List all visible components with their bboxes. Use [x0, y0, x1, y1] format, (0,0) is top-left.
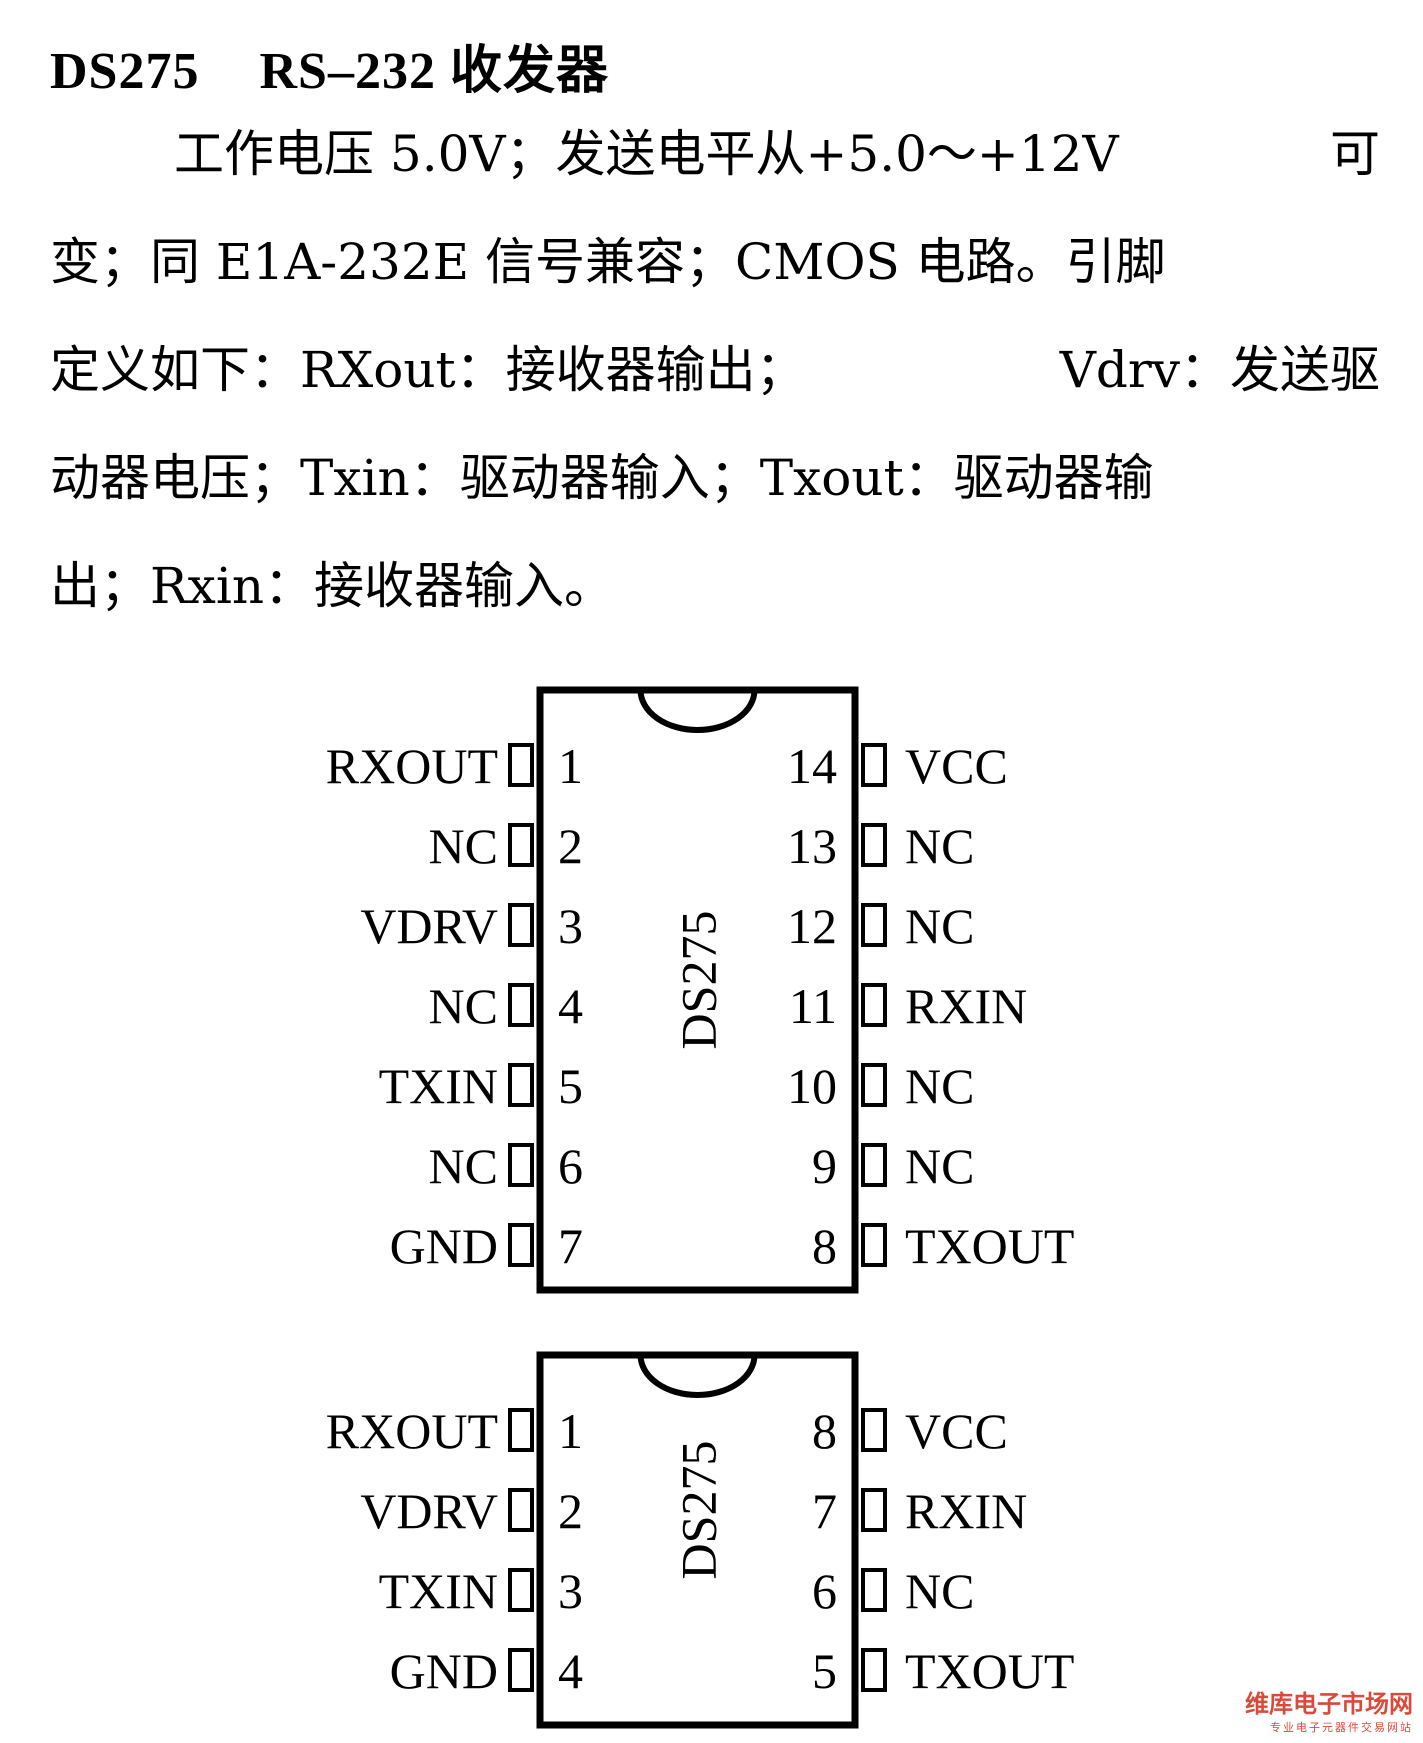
pin-pad — [508, 1223, 534, 1267]
pin-label: NC — [905, 898, 974, 954]
paragraph-line: 变；同 E1A-232E 信号兼容；CMOS 电路。引脚 — [50, 233, 1166, 291]
pin-pad — [861, 1408, 887, 1452]
pin-label: RXIN — [905, 978, 1027, 1034]
pin-label: GND — [390, 1643, 498, 1699]
pin-label: TXOUT — [905, 1643, 1074, 1699]
pin-pad — [861, 983, 887, 1027]
pin-number: 9 — [812, 1138, 837, 1194]
pin-label: NC — [905, 818, 974, 874]
pin-label: VDRV — [360, 898, 498, 954]
chip-name-label: DS275 — [671, 911, 727, 1050]
pin-pad — [508, 1063, 534, 1107]
pin-number: 3 — [558, 1563, 583, 1619]
pin-pad — [508, 1568, 534, 1612]
pin-pad — [861, 1143, 887, 1187]
pin-pad — [861, 1063, 887, 1107]
pin-label: TXOUT — [905, 1218, 1074, 1274]
pin-number: 6 — [812, 1563, 837, 1619]
pin-number: 6 — [558, 1138, 583, 1194]
pin-label: VCC — [905, 1403, 1008, 1459]
pin-number: 1 — [558, 738, 583, 794]
pin-number: 7 — [812, 1483, 837, 1539]
pin-number: 5 — [812, 1643, 837, 1699]
chip-body — [536, 686, 859, 1294]
pin-label: NC — [905, 1563, 974, 1619]
pin-label: RXIN — [905, 1483, 1027, 1539]
pin-number: 1 — [558, 1403, 583, 1459]
pin-label: NC — [905, 1138, 974, 1194]
pin-number: 13 — [787, 818, 837, 874]
page-title: DS275 RS–232 收发器 — [50, 28, 609, 103]
pin-label: NC — [905, 1058, 974, 1114]
pin-number: 10 — [787, 1058, 837, 1114]
pin-pad — [861, 743, 887, 787]
pin-label: GND — [390, 1218, 498, 1274]
pin-number: 8 — [812, 1218, 837, 1274]
pin-pad — [508, 823, 534, 867]
pin-pad — [861, 823, 887, 867]
pin-pad — [861, 1223, 887, 1267]
pin-number: 4 — [558, 1643, 583, 1699]
pin-pad — [861, 1488, 887, 1532]
pin-number: 8 — [812, 1403, 837, 1459]
pin-number: 4 — [558, 978, 583, 1034]
paragraph-line: 动器电压；Txin：驱动器输入；Txout：驱动器输 — [50, 449, 1154, 507]
pin-pad — [508, 1488, 534, 1532]
pin-pad — [508, 1648, 534, 1692]
pin-pad — [861, 1568, 887, 1612]
chip-body — [536, 1351, 859, 1729]
title-part: DS275 — [50, 43, 200, 100]
title-desc: RS–232 收发器 — [259, 43, 609, 100]
pin-number: 2 — [558, 1483, 583, 1539]
pin-pad — [508, 743, 534, 787]
watermark-brand: 维库电子市场网 — [1245, 1690, 1413, 1718]
pin-number: 5 — [558, 1058, 583, 1114]
pin-label: VDRV — [360, 1483, 498, 1539]
pin-number: 11 — [789, 978, 837, 1034]
pin-pad — [508, 903, 534, 947]
pin-label: NC — [429, 978, 498, 1034]
pin-number: 7 — [558, 1218, 583, 1274]
pin-pad — [861, 1648, 887, 1692]
pin-label: VCC — [905, 738, 1008, 794]
watermark: 维库电子市场网 专业电子元器件交易网站 — [1245, 1684, 1413, 1735]
pin-label: NC — [429, 1138, 498, 1194]
chip-notch — [637, 1354, 758, 1398]
watermark-sub: 专业电子元器件交易网站 — [1270, 1721, 1413, 1734]
pin-pad — [508, 1143, 534, 1187]
chip-notch — [637, 689, 758, 733]
paragraph-line: 定义如下：RXout：接收器输出；Vdrv：发送驱 — [50, 341, 1380, 399]
pin-pad — [508, 1408, 534, 1452]
pin-number: 3 — [558, 898, 583, 954]
pin-number: 12 — [787, 898, 837, 954]
chip-name-label: DS275 — [671, 1441, 727, 1580]
pin-pad — [508, 983, 534, 1027]
pin-number: 2 — [558, 818, 583, 874]
pin-label: TXIN — [379, 1563, 498, 1619]
pin-number: 14 — [787, 738, 837, 794]
paragraph-line: 出；Rxin：接收器输入。 — [50, 557, 615, 615]
pin-label: RXOUT — [326, 1403, 498, 1459]
pin-label: NC — [429, 818, 498, 874]
pin-pad — [861, 903, 887, 947]
pin-label: TXIN — [379, 1058, 498, 1114]
pin-label: RXOUT — [326, 738, 498, 794]
